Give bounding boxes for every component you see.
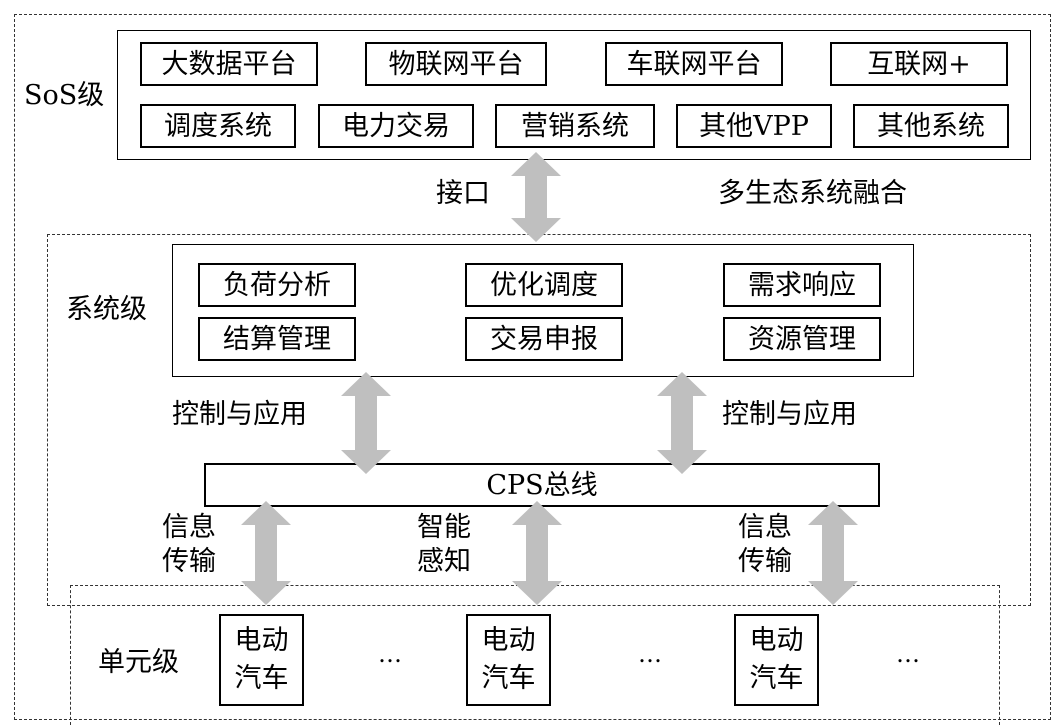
smart-sensing-line2: 感知 — [417, 546, 471, 577]
info-transmission-left-line1: 信息 — [162, 512, 216, 543]
platform-iot: 物联网平台 — [365, 42, 547, 86]
ellipsis-1: … — [378, 640, 404, 668]
function-resource-management: 资源管理 — [723, 317, 881, 361]
cps-bus: CPS总线 — [204, 463, 880, 507]
system-marketing: 营销系统 — [495, 104, 655, 148]
info-transmission-label-left: 信息 传输 — [162, 511, 216, 579]
ev-2-line2: 汽车 — [481, 663, 536, 694]
platform-big-data: 大数据平台 — [140, 42, 318, 86]
ev-1-line2: 汽车 — [234, 663, 289, 694]
function-demand-response: 需求响应 — [723, 263, 881, 307]
ellipsis-3: … — [896, 640, 922, 668]
function-optimal-dispatch: 优化调度 — [465, 263, 623, 307]
function-settlement: 结算管理 — [198, 317, 356, 361]
control-application-label-right: 控制与应用 — [722, 399, 857, 430]
unit-level-label: 单元级 — [98, 647, 179, 678]
platform-internet-plus: 互联网+ — [830, 42, 1008, 86]
info-transmission-label-right: 信息 传输 — [738, 511, 792, 579]
ev-2-line1: 电动 — [481, 625, 536, 656]
smart-sensing-line1: 智能 — [417, 512, 471, 543]
function-load-analysis: 负荷分析 — [198, 263, 356, 307]
ellipsis-2: … — [638, 640, 664, 668]
control-application-label-left: 控制与应用 — [172, 399, 307, 430]
electric-vehicle-2: 电动 汽车 — [466, 614, 551, 706]
system-power-trading: 电力交易 — [318, 104, 474, 148]
ev-3-line2: 汽车 — [749, 663, 804, 694]
ecosystem-fusion-label: 多生态系统融合 — [718, 178, 907, 209]
electric-vehicle-1: 电动 汽车 — [219, 614, 304, 706]
smart-sensing-label: 智能 感知 — [417, 511, 471, 579]
system-other-vpp: 其他VPP — [676, 104, 832, 148]
system-dispatch: 调度系统 — [140, 104, 296, 148]
platform-vehicle-network: 车联网平台 — [605, 42, 783, 86]
sos-level-label: SoS级 — [24, 80, 105, 111]
ev-1-line1: 电动 — [234, 625, 289, 656]
ev-3-line1: 电动 — [749, 625, 804, 656]
system-other-systems: 其他系统 — [853, 104, 1009, 148]
interface-label: 接口 — [436, 178, 490, 209]
electric-vehicle-3: 电动 汽车 — [734, 614, 819, 706]
sos-level-frame — [14, 14, 1051, 720]
info-transmission-right-line1: 信息 — [738, 512, 792, 543]
info-transmission-right-line2: 传输 — [738, 546, 792, 577]
system-level-label: 系统级 — [66, 294, 147, 325]
info-transmission-left-line2: 传输 — [162, 546, 216, 577]
function-trading-declaration: 交易申报 — [465, 317, 623, 361]
